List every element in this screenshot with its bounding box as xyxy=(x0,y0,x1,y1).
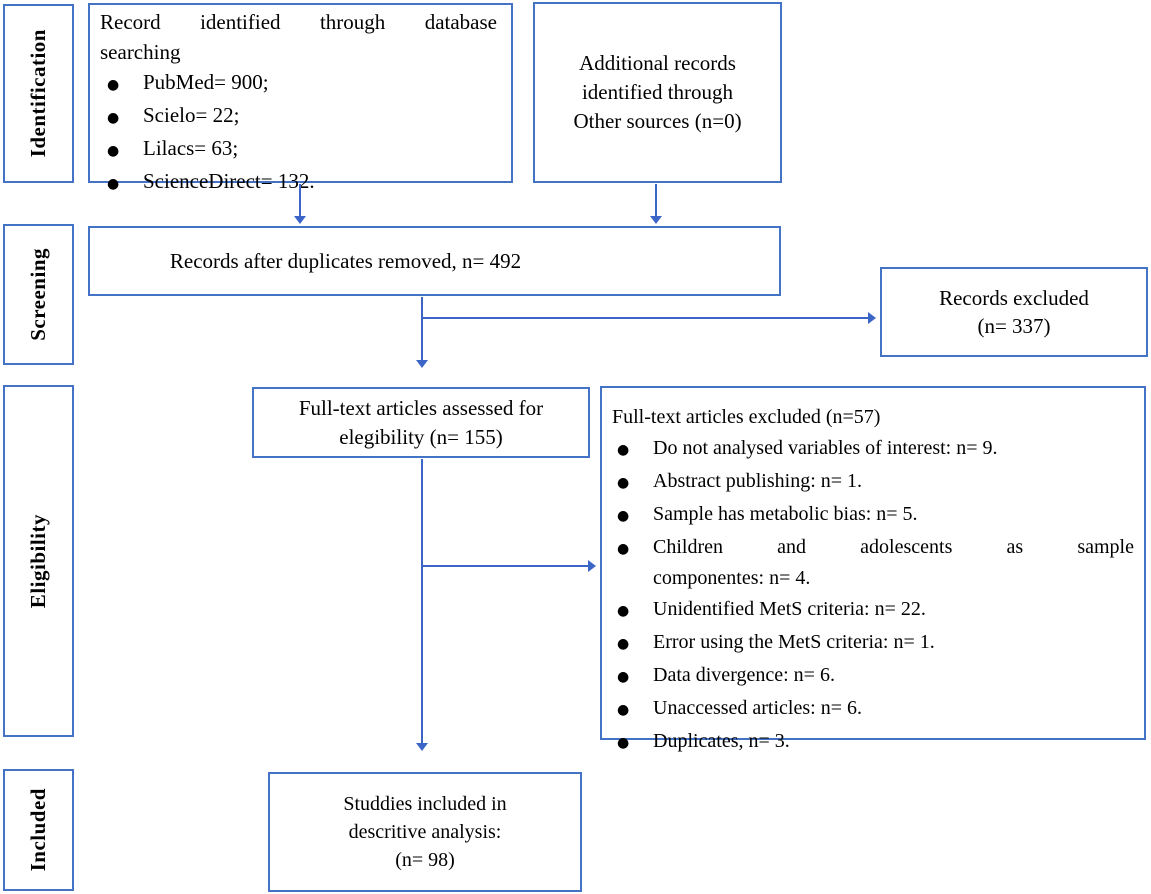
database-source-pubmed: PubMed= 900; xyxy=(143,70,269,94)
exclusion-reason: Abstract publishing: n= 1. xyxy=(653,470,863,492)
exclusion-reason: Sample has metabolic bias: n= 5. xyxy=(653,503,918,525)
stage-label-included: Included xyxy=(3,769,74,891)
arrowhead-assessed-to-fulltext-excluded xyxy=(588,560,596,572)
bullet-icon: ● xyxy=(617,735,630,751)
list-item: ● Unidentified MetS criteria: n= 22. xyxy=(610,594,1134,627)
database-source-sciencedirect: ScienceDirect= 132. xyxy=(143,169,315,193)
list-item: ● ScienceDirect= 132. xyxy=(100,166,497,199)
exclusion-reason: Data divergence: n= 6. xyxy=(653,664,835,686)
arrowhead-additional-to-duplicates xyxy=(650,216,662,224)
arrowhead-assessed-to-included xyxy=(416,743,428,751)
bullet-icon: ● xyxy=(617,541,630,557)
fulltext-excluded-box: Full-text articles excluded (n=57) ● Do … xyxy=(600,386,1146,752)
studies-included-text: Studdies included in descritive analysis… xyxy=(343,793,507,871)
bullet-icon: ● xyxy=(617,702,630,718)
exclusion-reason-line1: Children and adolescents as sample xyxy=(653,536,1134,558)
arrowhead-database-to-duplicates xyxy=(294,216,306,224)
list-item: ● Data divergence: n= 6. xyxy=(610,660,1134,693)
database-box-title-line1: Record identified through database xyxy=(100,10,497,34)
list-item: ● Do not analysed variables of interest:… xyxy=(610,433,1134,466)
database-source-lilacs: Lilacs= 63; xyxy=(143,136,239,160)
list-item: ● Scielo= 22; xyxy=(100,100,497,133)
exclusion-reason: Error using the MetS criteria: n= 1. xyxy=(653,631,935,653)
studies-included-box: Studdies included in descritive analysis… xyxy=(268,772,582,892)
exclusion-reason-line2: componentes: n= 4. xyxy=(653,567,811,589)
additional-records-box: Additional records identified through Ot… xyxy=(533,2,782,183)
stage-label-text: Identification xyxy=(26,29,50,158)
exclusion-reason: Children and adolescents as sample compo… xyxy=(653,532,1134,594)
bullet-icon: ● xyxy=(617,636,630,652)
exclusion-reason: Duplicates, n= 3. xyxy=(653,730,790,752)
stage-label-identification: Identification xyxy=(3,4,74,183)
bullet-icon: ● xyxy=(617,475,630,491)
records-excluded-text: Records excluded (n= 337) xyxy=(939,286,1089,338)
exclusion-reason: Unidentified MetS criteria: n= 22. xyxy=(653,598,926,620)
duplicates-removed-text: Records after duplicates removed, n= 492 xyxy=(169,248,522,273)
bullet-icon: ● xyxy=(107,77,120,93)
list-item: ● Duplicates, n= 3. xyxy=(610,726,1134,759)
database-source-scielo: Scielo= 22; xyxy=(143,103,240,127)
additional-records-text: Additional records identified through Ot… xyxy=(573,51,742,133)
duplicates-removed-box: Records after duplicates removed, n= 492 xyxy=(88,226,781,296)
bullet-icon: ● xyxy=(107,176,120,192)
list-item: ● PubMed= 900; xyxy=(100,67,497,100)
exclusion-reason: Unaccessed articles: n= 6. xyxy=(653,697,862,719)
bullet-icon: ● xyxy=(617,508,630,524)
stage-label-screening: Screening xyxy=(3,224,74,365)
stage-label-eligibility: Eligibility xyxy=(3,385,74,737)
arrowhead-duplicates-to-assessed xyxy=(416,360,428,368)
stage-label-text: Included xyxy=(26,788,50,872)
arrowhead-duplicates-to-records-excluded xyxy=(868,312,876,324)
list-item: ● Unaccessed articles: n= 6. xyxy=(610,693,1134,726)
fulltext-assessed-box: Full-text articles assessed for elegibil… xyxy=(252,387,590,458)
fulltext-assessed-text: Full-text articles assessed for elegibil… xyxy=(298,395,544,449)
database-box-title-line2: searching xyxy=(100,40,181,64)
list-item: ● Abstract publishing: n= 1. xyxy=(610,466,1134,499)
bullet-icon: ● xyxy=(107,143,120,159)
bullet-icon: ● xyxy=(617,669,630,685)
stage-label-text: Eligibility xyxy=(26,513,50,609)
fulltext-excluded-title: Full-text articles excluded (n=57) xyxy=(612,406,881,428)
database-records-box: Record identified through database searc… xyxy=(88,3,513,193)
bullet-icon: ● xyxy=(617,603,630,619)
list-item: ● Children and adolescents as sample com… xyxy=(610,532,1134,594)
bullet-icon: ● xyxy=(617,442,630,458)
list-item: ● Error using the MetS criteria: n= 1. xyxy=(610,627,1134,660)
stage-label-text: Screening xyxy=(26,248,50,341)
list-item: ● Lilacs= 63; xyxy=(100,133,497,166)
list-item: ● Sample has metabolic bias: n= 5. xyxy=(610,499,1134,532)
records-excluded-box: Records excluded (n= 337) xyxy=(880,267,1148,357)
bullet-icon: ● xyxy=(107,110,120,126)
exclusion-reason: Do not analysed variables of interest: n… xyxy=(653,437,998,459)
